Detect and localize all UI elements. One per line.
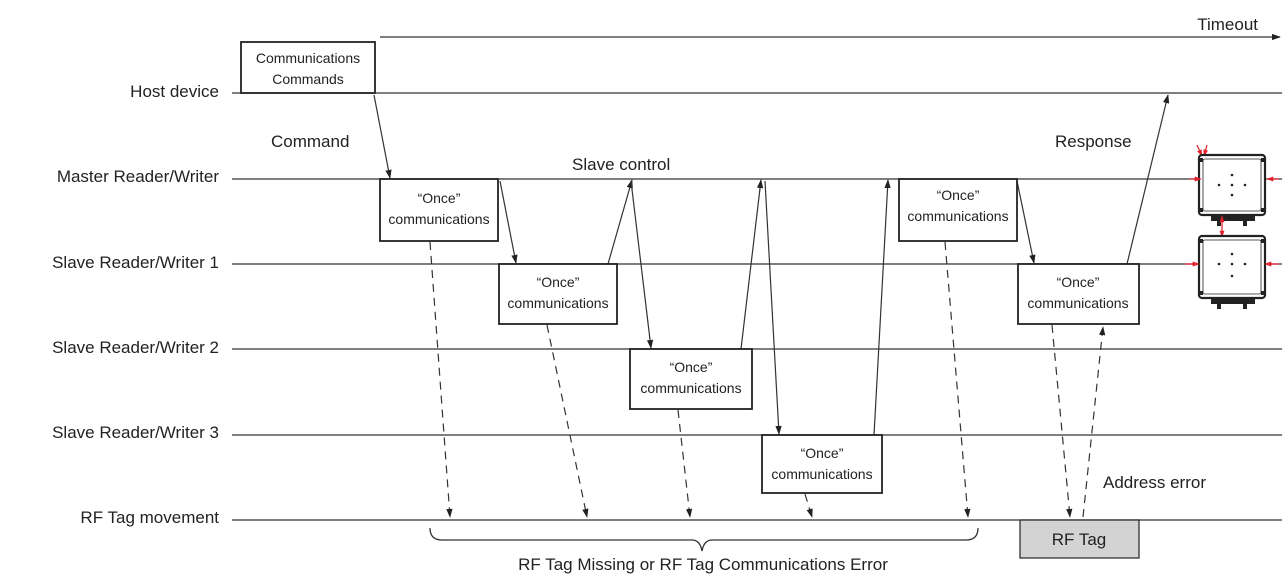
slave3-once-communications-box: “Once” communications bbox=[761, 434, 883, 494]
host-communications-commands-box: Communications Commands bbox=[240, 41, 376, 94]
rf-tag-dashed-arrow bbox=[677, 409, 693, 518]
flow-arrow bbox=[873, 179, 891, 436]
address-error-dashed-arrow bbox=[1082, 326, 1106, 518]
rf-tag-dashed-arrow bbox=[944, 241, 971, 518]
slave2-once-communications-box: “Once” communications bbox=[629, 348, 753, 410]
timeout-label: Timeout bbox=[1197, 15, 1258, 34]
bracket-label: RF Tag Missing or RF Tag Communications … bbox=[518, 555, 888, 574]
box-line-1: “Once” bbox=[1057, 274, 1100, 290]
slave1-once-communications-box: “Once” communications bbox=[498, 263, 618, 325]
flow-arrow bbox=[1016, 180, 1036, 264]
flow-arrow bbox=[764, 180, 782, 435]
rf-tag-box: RF Tag bbox=[1019, 519, 1140, 559]
box-line-2: communications bbox=[640, 380, 741, 396]
lane-label-host-device: Host device bbox=[130, 82, 219, 101]
address-error-label: Address error bbox=[1103, 473, 1206, 492]
box-line-1: “Once” bbox=[418, 190, 461, 206]
rf-tag-dashed-arrow bbox=[429, 241, 453, 518]
slave-control-label: Slave control bbox=[572, 155, 670, 174]
box-line-1: “Once” bbox=[537, 274, 580, 290]
box-line-2: communications bbox=[507, 295, 608, 311]
box-line-2: communications bbox=[907, 208, 1008, 224]
lane-label-slave-reader-writer-3: Slave Reader/Writer 3 bbox=[52, 423, 219, 442]
flow-arrow bbox=[607, 179, 633, 265]
error-bracket bbox=[429, 527, 979, 552]
box-line-1: “Once” bbox=[937, 187, 980, 203]
command-arrow bbox=[373, 94, 392, 179]
reader-writer-device-icon bbox=[1185, 226, 1279, 309]
rf-tag-dashed-arrow bbox=[804, 493, 813, 518]
master-once-communications-box: “Once” communications bbox=[379, 178, 499, 242]
rf-tag-dashed-arrow bbox=[546, 324, 589, 518]
box-line-1: Communications bbox=[256, 50, 360, 66]
response-arrow bbox=[1126, 94, 1170, 265]
flow-arrow bbox=[499, 180, 518, 264]
rf-tag-dashed-arrow bbox=[1051, 324, 1073, 518]
lane-label-master-reader-writer: Master Reader/Writer bbox=[57, 167, 220, 186]
box-line-2: communications bbox=[1027, 295, 1128, 311]
box-line-2: communications bbox=[771, 466, 872, 482]
lane-label-rf-tag-movement: RF Tag movement bbox=[80, 508, 219, 527]
master-once-communications-box-2: “Once” communications bbox=[898, 178, 1018, 242]
box-line-1: “Once” bbox=[801, 445, 844, 461]
flow-arrow bbox=[630, 180, 654, 349]
lane-label-slave-reader-writer-2: Slave Reader/Writer 2 bbox=[52, 338, 219, 357]
command-label: Command bbox=[271, 132, 349, 151]
rf-tag-label: RF Tag bbox=[1052, 530, 1107, 549]
lane-label-slave-reader-writer-1: Slave Reader/Writer 1 bbox=[52, 253, 219, 272]
reader-writer-device-icon bbox=[1189, 144, 1279, 227]
slave1-once-communications-box-2: “Once” communications bbox=[1017, 263, 1140, 325]
box-line-2: communications bbox=[388, 211, 489, 227]
response-label: Response bbox=[1055, 132, 1132, 151]
box-line-2: Commands bbox=[272, 71, 344, 87]
flow-arrow bbox=[740, 179, 764, 350]
box-line-1: “Once” bbox=[670, 359, 713, 375]
